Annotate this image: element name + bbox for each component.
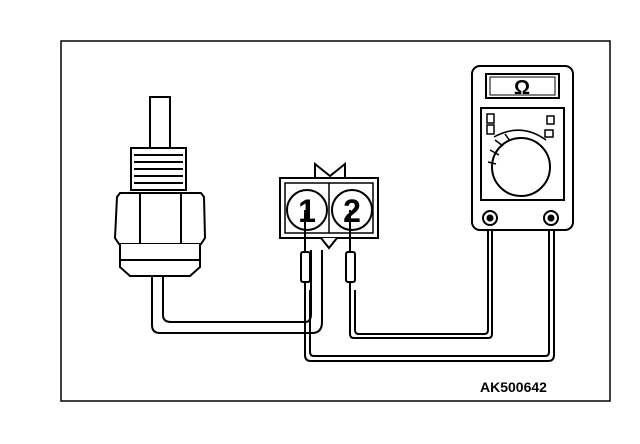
pin-2-label: 2 xyxy=(343,193,361,229)
sensor-icon xyxy=(113,96,207,277)
diagram-frame xyxy=(60,40,611,402)
connector-icon xyxy=(279,161,379,250)
pin-2-circle xyxy=(331,189,373,231)
ohm-symbol: Ω xyxy=(514,77,530,99)
pin-1-label: 1 xyxy=(298,193,316,229)
multimeter-icon xyxy=(471,65,574,231)
pin-1-circle xyxy=(286,189,328,231)
figure-code: AK500642 xyxy=(480,379,547,395)
probe-leads xyxy=(304,220,555,362)
test-probes xyxy=(300,210,356,290)
